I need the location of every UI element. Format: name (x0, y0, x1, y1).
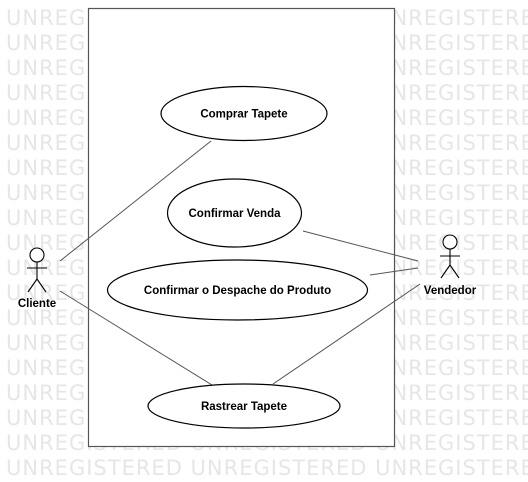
association-vendedor-venda[interactable] (302, 230, 419, 262)
use-case-label: Confirmar Venda (188, 208, 281, 220)
association-cliente-rastrear[interactable] (59, 290, 213, 386)
use-case-label: Confirmar o Despache do Produto (144, 285, 331, 297)
watermark-row: UNREGISTERED UNREGISTERED UNREGISTERED U… (6, 456, 528, 480)
association-vendedor-rastrear[interactable] (272, 283, 421, 385)
actor-cliente[interactable]: Cliente (18, 247, 56, 310)
actor-vendedor[interactable]: Vendedor (424, 234, 477, 297)
stick-figure-icon (27, 247, 47, 293)
stick-figure-icon (440, 234, 460, 279)
association-vendedor-despache[interactable] (369, 267, 419, 276)
association-cliente-comprar[interactable] (59, 140, 212, 262)
use-case-rastrear-tapete[interactable]: Rastrear Tapete (147, 383, 341, 429)
use-case-label: Rastrear Tapete (201, 401, 287, 413)
use-case-label: Comprar Tapete (200, 109, 287, 121)
actor-label: Cliente (18, 298, 56, 310)
use-case-comprar-tapete[interactable]: Comprar Tapete (160, 85, 328, 142)
actor-label: Vendedor (424, 285, 477, 297)
use-case-confirmar-venda[interactable]: Confirmar Venda (166, 178, 303, 248)
use-case-confirmar-despache[interactable]: Confirmar o Despache do Produto (106, 259, 369, 321)
